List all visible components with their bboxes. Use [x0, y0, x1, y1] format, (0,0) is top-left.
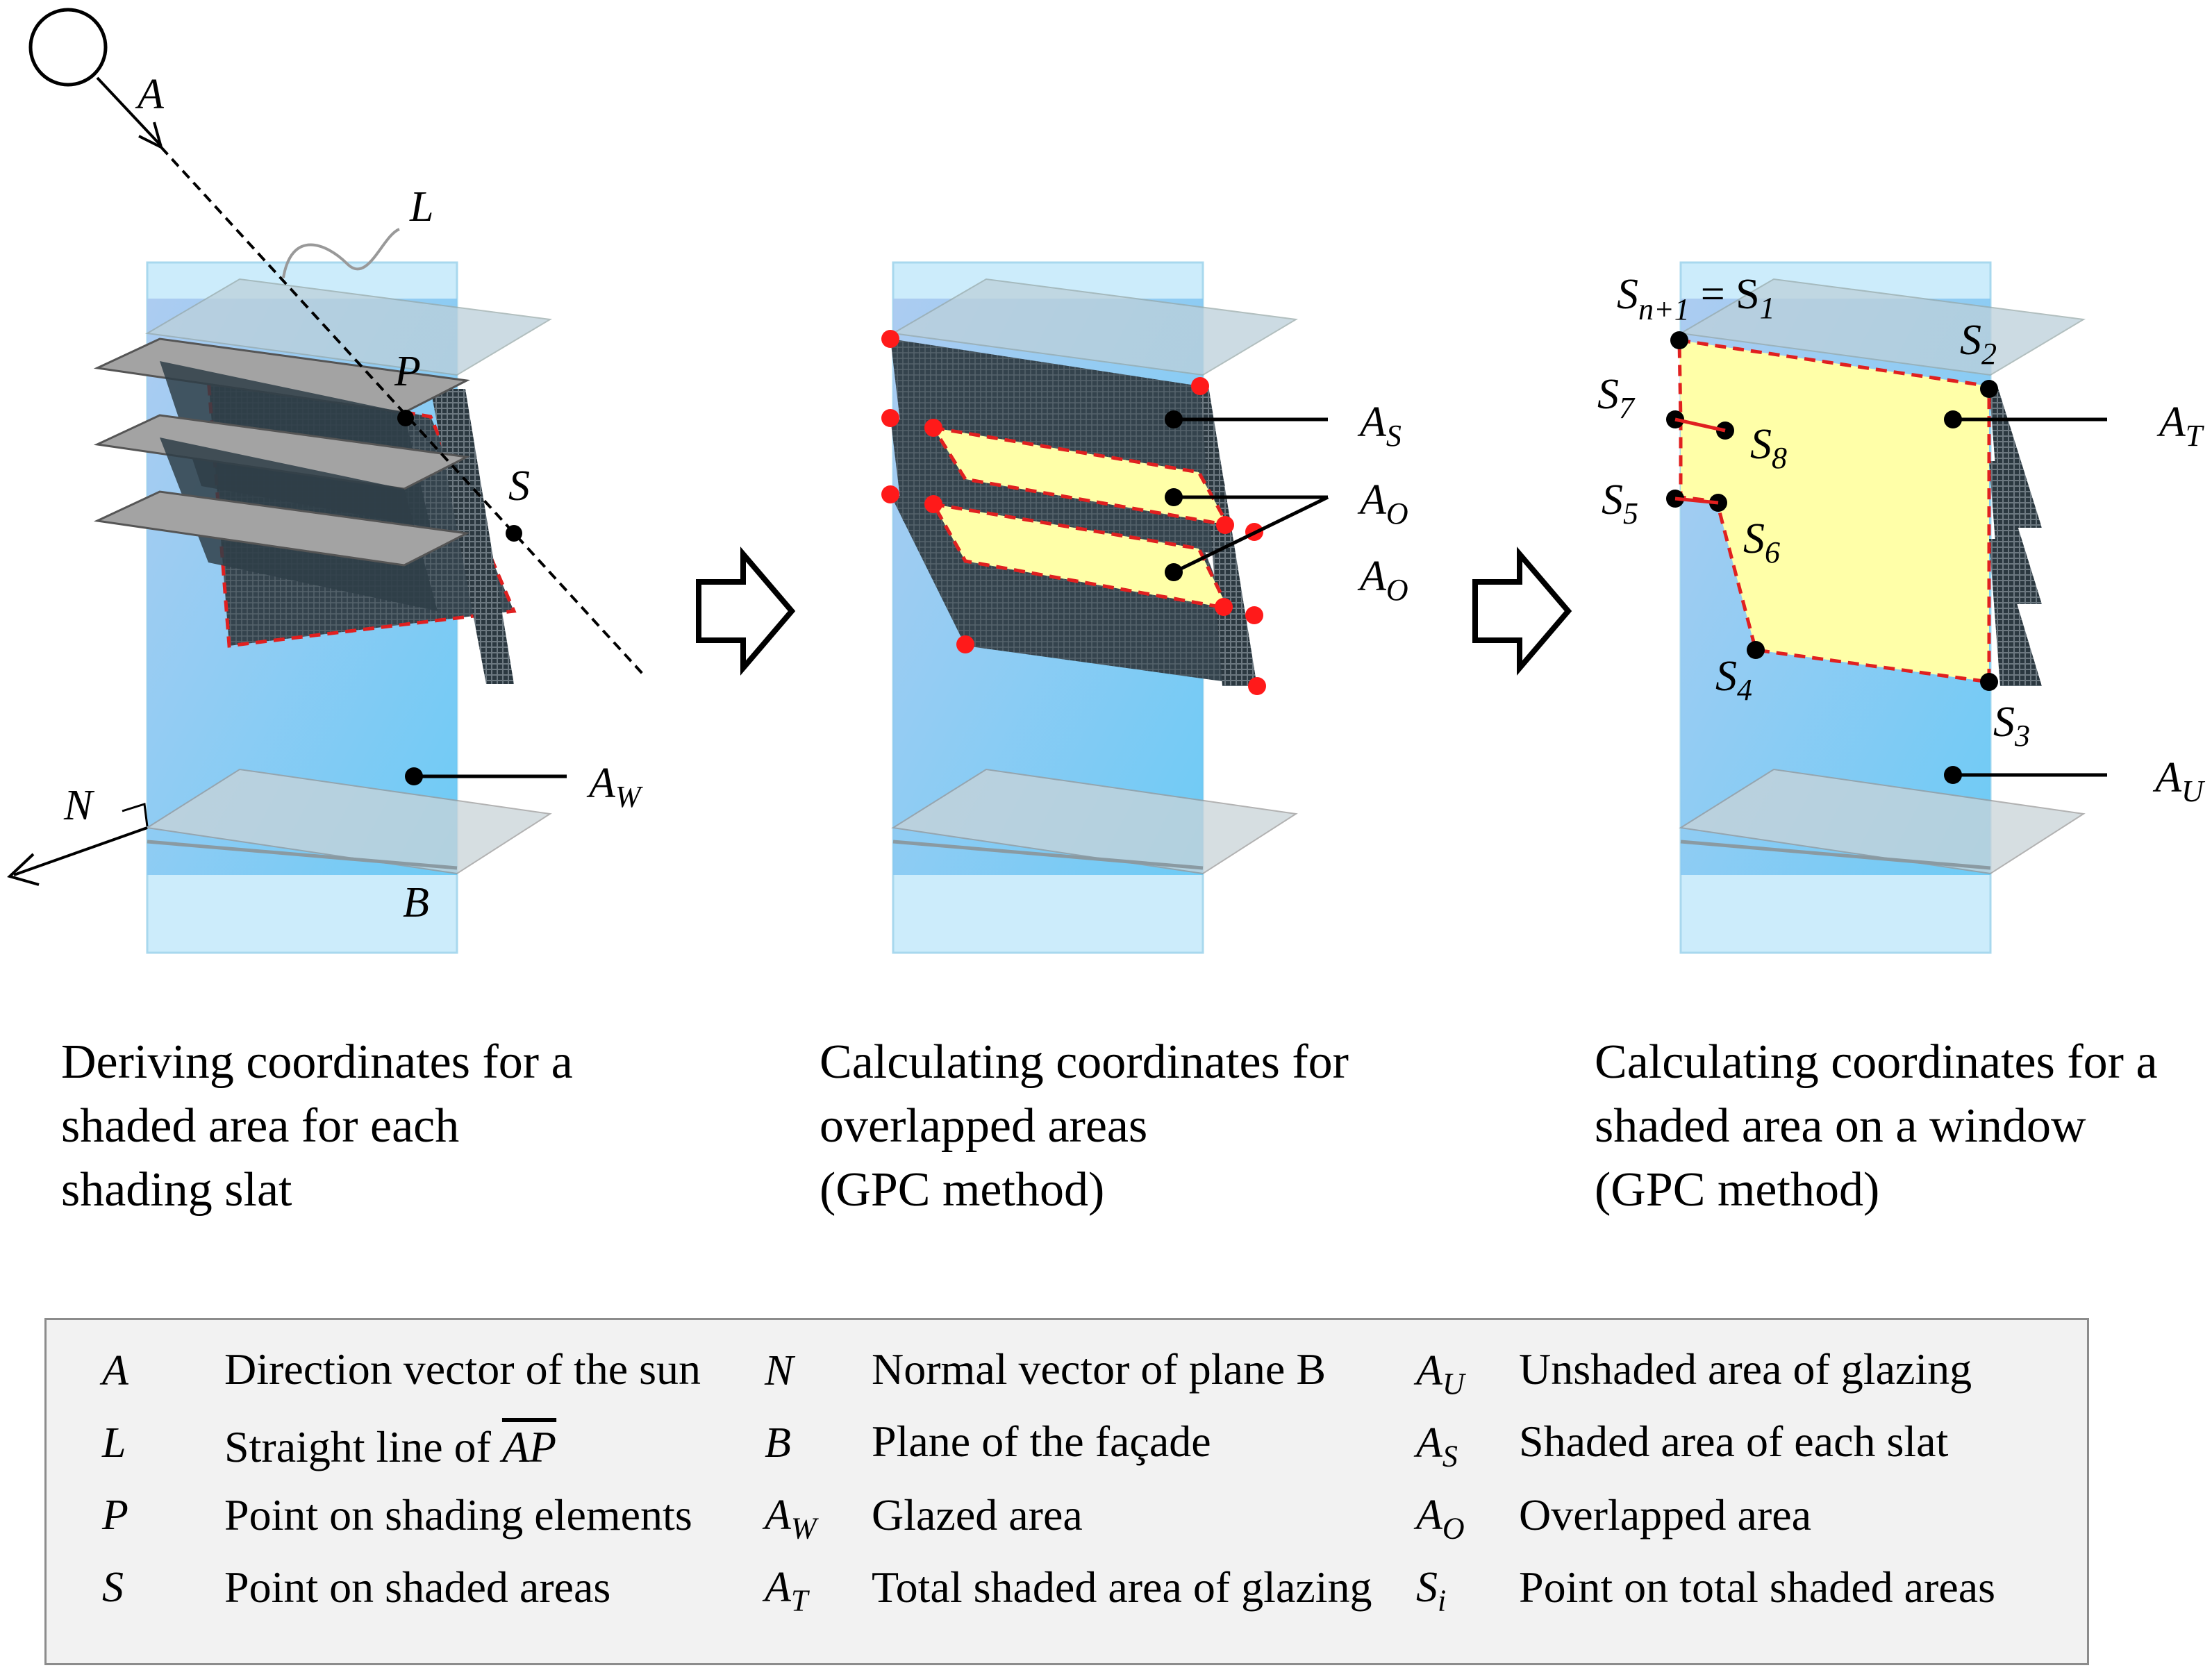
label-S2: S2: [1960, 317, 1997, 371]
legend-sym-P: P: [102, 1492, 128, 1539]
label-AS: AS: [1357, 399, 1402, 453]
vector-AP: AP: [501, 1422, 557, 1471]
sun-direction-arrow: [96, 76, 163, 147]
label-AW: AW: [586, 760, 643, 814]
legend-text-L: Straight line of AP: [224, 1422, 557, 1471]
label-S: S: [508, 462, 530, 510]
point-S: [506, 525, 522, 542]
legend-sym-L: L: [102, 1419, 126, 1467]
label-S7: S7: [1597, 371, 1636, 425]
legend-sym-AW: AW: [765, 1492, 817, 1546]
label-AT: AT: [2156, 399, 2205, 453]
legend-text-A: Direction vector of the sun: [224, 1344, 701, 1394]
slat-shade-side: [1989, 539, 2042, 686]
legend-text-AW: Glazed area: [872, 1490, 1083, 1540]
normal-vector-N: [13, 826, 148, 876]
legend-text-P: Point on shading elements: [224, 1490, 692, 1540]
label-Sn1: Sn+1= S1: [1617, 271, 1775, 326]
legend-sym-B: B: [765, 1419, 791, 1467]
legend-text-N: Normal vector of plane B: [872, 1344, 1326, 1394]
legend-sym-Si: Si: [1416, 1564, 1447, 1618]
ceiling-plane: [1678, 278, 2086, 376]
total-shaded-area: [1677, 338, 1991, 684]
slat-shade-side: [1200, 386, 1257, 686]
legend-sym-A: A: [102, 1347, 128, 1394]
point-P: [397, 410, 414, 426]
label-P: P: [394, 348, 421, 395]
line-label-pointer: [282, 228, 400, 278]
caption-panel-2: Calculating coordinates for overlapped a…: [820, 1035, 1349, 1217]
panel-1: A L P S N B AW: [7, 8, 644, 954]
ceiling-plane: [890, 278, 1298, 376]
label-AO-2: AO: [1357, 553, 1408, 607]
label-S3: S3: [1993, 699, 2030, 753]
legend-sym-AU: AU: [1416, 1347, 1465, 1401]
slat-3: [93, 490, 470, 567]
ceiling-plane: [144, 278, 552, 376]
label-B: B: [403, 879, 429, 926]
sun-ray-line: [160, 146, 644, 675]
panel-3: Sn+1= S1 S2 S7 S8 S5 S6 S4 S3 AT AU: [1597, 261, 2206, 954]
label-S8: S8: [1750, 421, 1787, 475]
legend-text-Si: Point on total shaded areas: [1519, 1562, 1996, 1612]
caption-panel-3: Calculating coordinates for a shaded are…: [1595, 1035, 2158, 1217]
legend-text-AT: Total shaded area of glazing: [872, 1562, 1372, 1612]
vertex-dots: [881, 330, 1266, 695]
legend-sym-S: S: [102, 1564, 124, 1611]
legend-text-B: Plane of the façade: [872, 1417, 1211, 1466]
label-N: N: [63, 782, 95, 829]
legend-sym-N: N: [765, 1347, 794, 1394]
label-S4: S4: [1715, 653, 1752, 707]
legend-sym-AT: AT: [765, 1564, 808, 1618]
label-A: A: [135, 71, 165, 118]
label-AO-1: AO: [1357, 476, 1408, 531]
arrow-right-2: [1472, 547, 1572, 676]
legend-text-AU: Unshaded area of glazing: [1519, 1344, 1972, 1394]
caption-panel-1: Deriving coordinates for a shaded area f…: [61, 1035, 573, 1217]
label-AU: AU: [2152, 754, 2206, 808]
legend-sym-AS: AS: [1416, 1419, 1458, 1474]
arrow-right-1: [696, 547, 796, 676]
label-L: L: [409, 183, 433, 231]
legend-text-S: Point on shaded areas: [224, 1562, 611, 1612]
legend-box: A Direction vector of the sun L Straight…: [44, 1318, 2089, 1665]
legend-text-AO: Overlapped area: [1519, 1490, 1812, 1540]
label-S5: S5: [1602, 476, 1638, 531]
legend-text-AS: Shaded area of each slat: [1519, 1417, 1949, 1466]
sun-icon: [28, 8, 108, 87]
panel-2: AS AO AO: [881, 261, 1408, 954]
label-S6: S6: [1743, 515, 1780, 569]
legend-sym-AO: AO: [1416, 1492, 1465, 1546]
